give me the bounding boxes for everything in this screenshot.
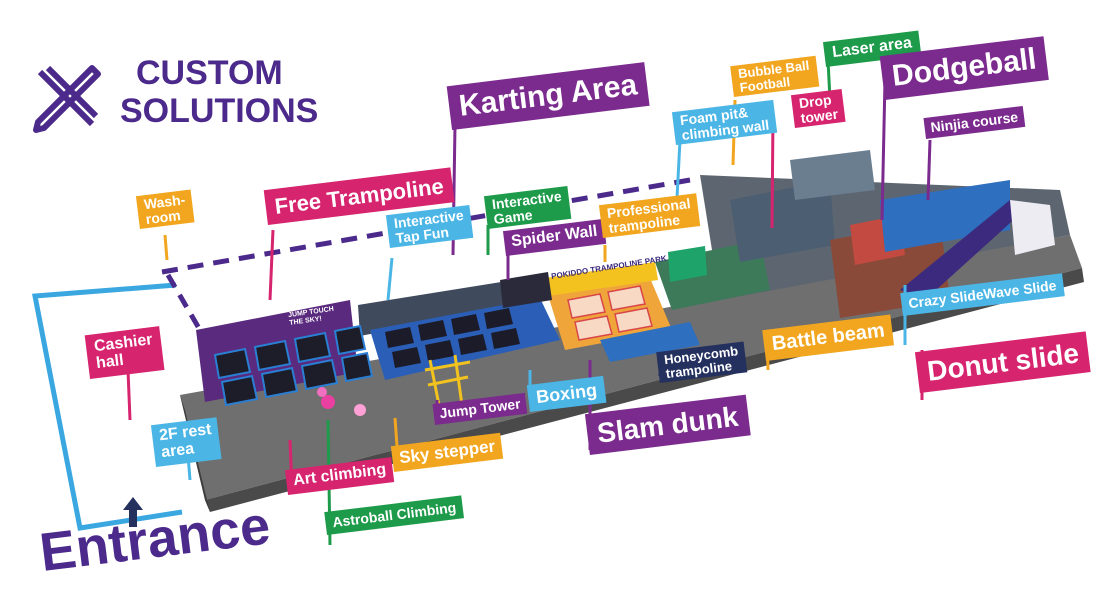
entrance-path-line [32,282,183,531]
jump-tower-structure [424,354,471,411]
spider-wall-block [500,272,552,308]
back-wall-mid [358,275,548,336]
title-line-1: CUSTOM [136,54,283,92]
decor-balloon-light [317,387,327,397]
pencil-ruler-icon [33,65,101,133]
donut-slide [900,200,1030,300]
blue-trampoline-pads [385,308,520,368]
slide-tower-white [1010,200,1055,255]
decor-balloon-pink [321,395,335,409]
park-sign-board [545,262,658,296]
custom-solutions-title: CUSTOM SOLUTIONS [120,54,318,130]
dashed-boundary-side [165,273,203,332]
drop-tower-building [730,180,835,262]
title-line-2: SOLUTIONS [120,92,319,130]
interactive-game-panel [668,246,707,282]
label-washroom: Wash-room [135,189,196,230]
decor-dot [354,404,366,416]
free-trampoline-grid [213,324,374,407]
bubble-ball-court [790,150,875,200]
arrow-up-icon [123,497,143,527]
honeycomb-area [600,322,700,362]
professional-trampoline-beds [567,285,653,341]
